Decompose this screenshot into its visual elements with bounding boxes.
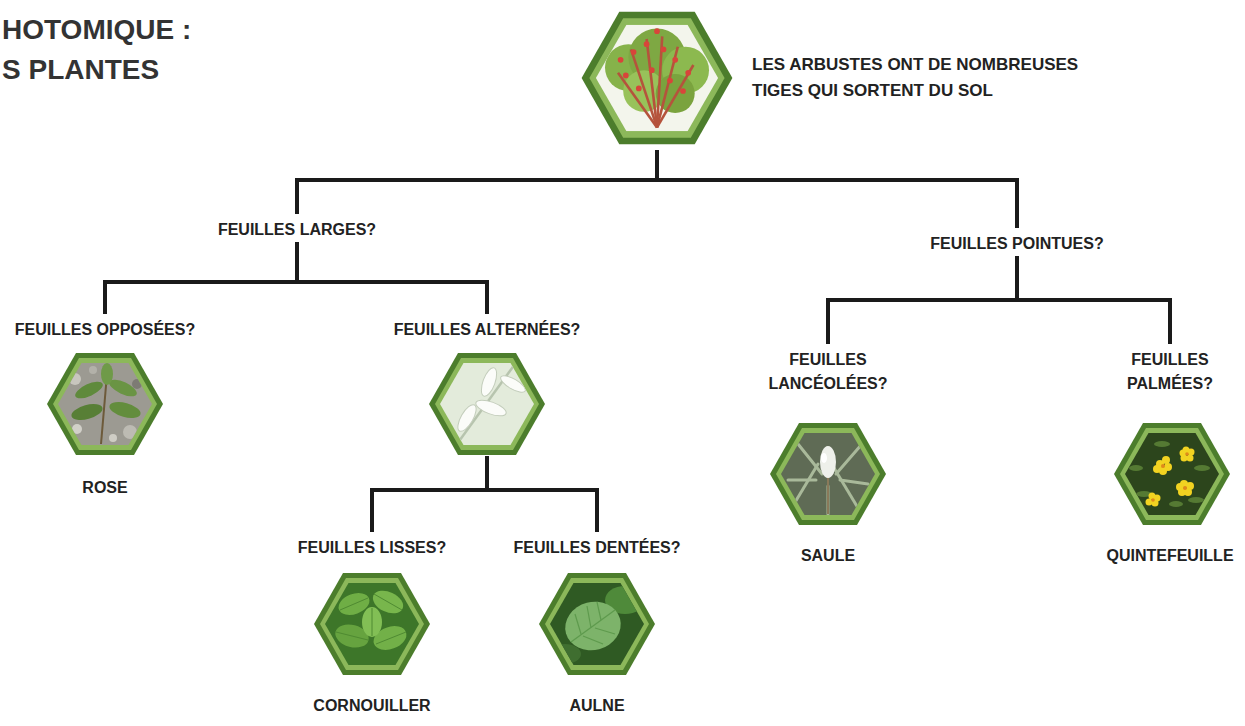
alder-hexagon: [539, 573, 655, 675]
root-node: LES ARBUSTES ONT DE NOMBREUSES TIGES QUI…: [582, 8, 732, 150]
diagram-title: HOTOMIQUE : S PLANTES: [2, 10, 207, 90]
question-label: FEUILLES LANCÉOLÉES?: [753, 348, 903, 396]
rose-hexagon: [47, 353, 163, 455]
plant-name: SAULE: [753, 544, 903, 568]
alternate-leaves-hexagon: [429, 353, 545, 455]
plant-node: FEUILLES LISSES? CORNOUILLER: [272, 532, 472, 718]
branch-connector: [105, 242, 297, 314]
plant-node: FEUILLES OPPOSÉES? ROSE: [5, 314, 205, 500]
branch-connector: [487, 456, 597, 532]
illustration-space: [497, 572, 697, 676]
question-label: FEUILLES DENTÉES?: [497, 536, 697, 560]
branch-connector: [657, 150, 1017, 228]
plant-node: FEUILLES DENTÉES? AULNE: [497, 532, 697, 718]
branch-connector: [297, 150, 657, 214]
question-label: FEUILLES ALTERNÉES?: [377, 318, 597, 342]
plant-name: AULNE: [497, 694, 697, 718]
question-node: FEUILLES LARGES?: [187, 214, 407, 242]
plant-node: FEUILLES LANCÉOLÉES? SAULE: [753, 344, 903, 568]
dogwood-hexagon: [314, 573, 430, 675]
branch-connector: [297, 242, 487, 314]
question-node: FEUILLES POINTUES?: [897, 228, 1137, 256]
illustration-space: [272, 572, 472, 676]
branch-connector: [828, 256, 1017, 344]
branch-connector: [1017, 256, 1170, 344]
willow-hexagon: [770, 423, 886, 525]
plant-name: ROSE: [5, 476, 205, 500]
question-label: FEUILLES PALMÉES?: [1100, 348, 1240, 396]
question-label: FEUILLES OPPOSÉES?: [5, 318, 205, 342]
branch-connector: [372, 456, 487, 532]
question-label: FEUILLES LISSES?: [272, 536, 472, 560]
question-node: FEUILLES ALTERNÉES?: [377, 314, 597, 456]
question-label: FEUILLES LARGES?: [187, 218, 407, 242]
plant-name: QUINTEFEUILLE: [1100, 544, 1240, 568]
illustration-space: [377, 352, 597, 456]
illustration-space: [753, 422, 903, 526]
illustration-space: [1100, 422, 1240, 526]
shrub-hexagon: [582, 12, 733, 145]
root-caption: LES ARBUSTES ONT DE NOMBREUSES TIGES QUI…: [752, 52, 1102, 104]
cinquefoil-hexagon: [1114, 423, 1230, 525]
illustration-space: [5, 352, 205, 456]
plant-name: CORNOUILLER: [272, 694, 472, 718]
plant-node: FEUILLES PALMÉES? QUINTEFEUILLE: [1100, 344, 1240, 568]
question-label: FEUILLES POINTUES?: [897, 232, 1137, 256]
